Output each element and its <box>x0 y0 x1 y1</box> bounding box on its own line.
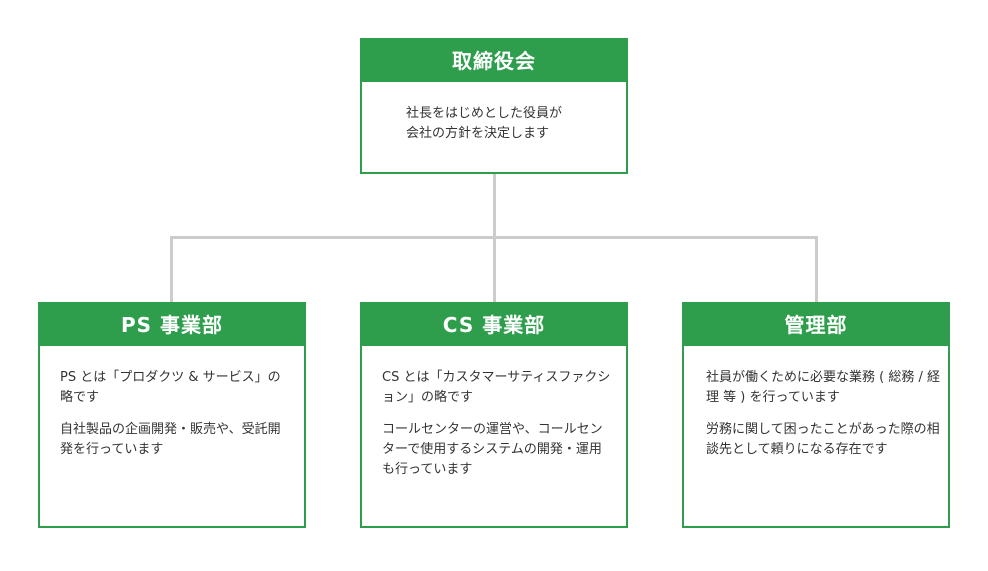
board-description-line: 社長をはじめとした役員が <box>406 106 563 121</box>
admin-description-paragraph: 労務に関して困ったことがあった際の相談先として頼りになる存在です <box>706 422 940 457</box>
connector-vertical-cs <box>493 236 496 302</box>
connector-vertical-board <box>493 174 496 238</box>
board-description: 社長をはじめとした役員が 会社の方針を決定します <box>362 82 626 144</box>
cs-department-node: CS 事業部 CS とは「カスタマーサティスファクション」の略です コールセンタ… <box>360 302 628 528</box>
ps-description-paragraph: PS とは「プロダクツ & サービス」の略です <box>60 370 281 405</box>
cs-department-description: CS とは「カスタマーサティスファクション」の略です コールセンターの運営や、コ… <box>362 346 626 480</box>
board-title: 取締役会 <box>362 40 626 82</box>
admin-description-paragraph: 社員が働くために必要な業務 ( 総務 / 経理 等 ) を行っています <box>706 370 940 405</box>
ps-department-description: PS とは「プロダクツ & サービス」の略です 自社製品の企画開発・販売や、受託… <box>40 346 304 460</box>
admin-department-description: 社員が働くために必要な業務 ( 総務 / 経理 等 ) を行っています 労務に関… <box>684 346 948 460</box>
connector-vertical-admin <box>815 236 818 302</box>
admin-department-title: 管理部 <box>684 304 948 346</box>
admin-department-node: 管理部 社員が働くために必要な業務 ( 総務 / 経理 等 ) を行っています … <box>682 302 950 528</box>
connector-vertical-ps <box>170 236 173 302</box>
ps-department-node: PS 事業部 PS とは「プロダクツ & サービス」の略です 自社製品の企画開発… <box>38 302 306 528</box>
board-description-line: 会社の方針を決定します <box>406 126 550 141</box>
ps-department-title: PS 事業部 <box>40 304 304 346</box>
cs-description-paragraph: コールセンターの運営や、コールセンターで使用するシステムの開発・運用も行っていま… <box>382 422 603 477</box>
ps-description-paragraph: 自社製品の企画開発・販売や、受託開発を行っています <box>60 422 281 457</box>
board-node: 取締役会 社長をはじめとした役員が 会社の方針を決定します <box>360 38 628 174</box>
cs-department-title: CS 事業部 <box>362 304 626 346</box>
cs-description-paragraph: CS とは「カスタマーサティスファクション」の略です <box>382 370 611 405</box>
